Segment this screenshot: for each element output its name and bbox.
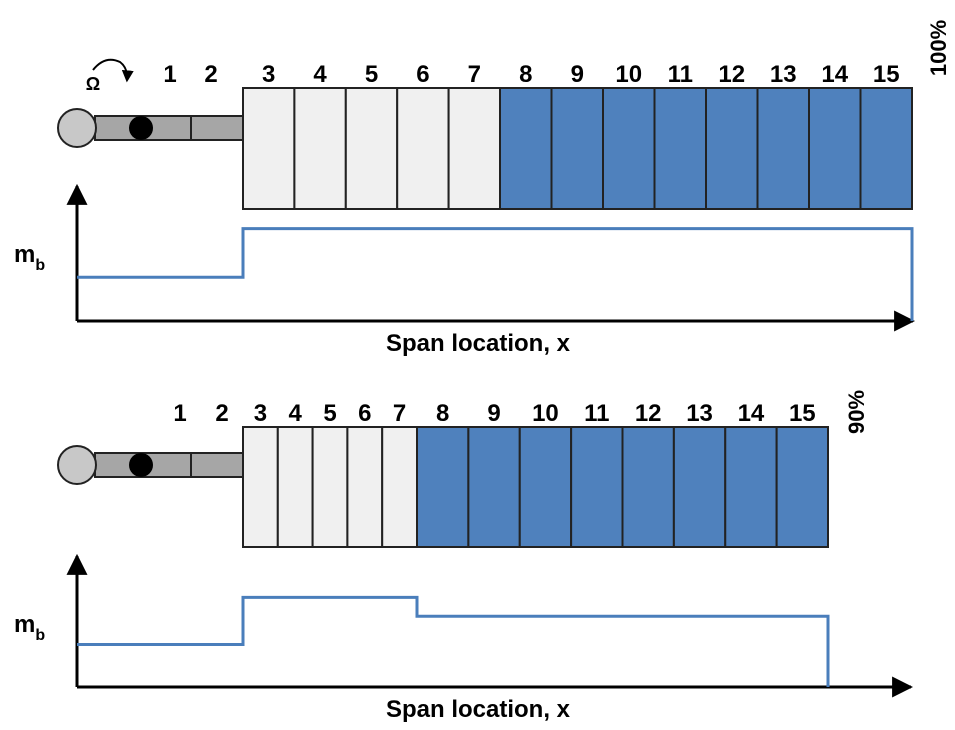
segment-label: 8 — [519, 61, 532, 88]
segment-label: 7 — [468, 61, 481, 88]
percent-label-bottom: 90% — [844, 390, 869, 434]
root-segment-2 — [190, 452, 244, 478]
light-segment — [276, 426, 314, 548]
light-segment — [293, 87, 347, 210]
blue-segment — [602, 87, 656, 210]
rotation-arrow-icon — [92, 58, 134, 83]
blue-segment — [775, 426, 829, 548]
segment-label: 14 — [738, 400, 765, 427]
light-segment — [242, 87, 296, 210]
blue-segment — [859, 87, 913, 210]
light-segment — [344, 87, 399, 210]
light-segment — [447, 87, 502, 210]
segment-label: 6 — [416, 61, 429, 88]
blue-segment — [550, 87, 604, 210]
light-segment — [381, 426, 419, 548]
segment-label: 1 — [173, 400, 186, 427]
blue-segment — [756, 87, 810, 210]
segment-label: 15 — [873, 61, 900, 88]
pin-dot — [129, 116, 153, 140]
mass-profile-line-bottom — [77, 595, 830, 687]
x-axis-label-bottom: Span location, x — [386, 696, 571, 723]
segment-label: 7 — [393, 400, 406, 427]
light-segment — [242, 426, 279, 548]
blade-bottom — [57, 426, 829, 548]
y-axis-label-top: mb — [14, 241, 45, 274]
segment-label: 5 — [365, 61, 378, 88]
segment-label: 2 — [215, 400, 228, 427]
segment-label: 11 — [668, 61, 693, 88]
segment-label: 2 — [204, 61, 217, 88]
segment-label: 4 — [313, 61, 327, 88]
y-axis-label-bottom: mb — [14, 611, 45, 644]
segment-label: 13 — [770, 61, 797, 88]
blue-segment — [705, 87, 759, 210]
hub-circle — [57, 445, 97, 485]
segment-label: 13 — [686, 400, 713, 427]
hub-circle — [57, 108, 97, 148]
blue-segment — [416, 426, 470, 548]
blue-segment — [570, 426, 624, 548]
segment-label: 14 — [821, 61, 848, 88]
rotation-label: Ω — [86, 74, 100, 94]
light-segment — [396, 87, 450, 210]
blue-segment — [621, 426, 675, 548]
segment-label: 11 — [584, 400, 609, 427]
segment-label: 6 — [358, 400, 371, 427]
blue-segment — [672, 426, 727, 548]
percent-label-top: 100% — [926, 20, 951, 76]
segment-label: 10 — [532, 400, 559, 427]
segment-label: 15 — [789, 400, 816, 427]
segment-label: 3 — [262, 61, 275, 88]
segment-label: 9 — [487, 400, 500, 427]
segment-label: 5 — [323, 400, 336, 427]
blade-top — [57, 87, 913, 210]
blue-segment — [808, 87, 862, 210]
segment-label: 4 — [289, 400, 303, 427]
blue-segment — [499, 87, 553, 210]
light-segment — [311, 426, 349, 548]
segment-label: 12 — [635, 400, 662, 427]
root-segment-2 — [190, 115, 244, 141]
segment-label: 12 — [718, 61, 745, 88]
segment-label: 3 — [254, 400, 267, 427]
blue-segment — [467, 426, 521, 548]
segment-label: 8 — [436, 400, 449, 427]
segment-label: 9 — [571, 61, 584, 88]
blue-segment — [653, 87, 707, 210]
segment-label: 1 — [163, 61, 176, 88]
mass-profile-line-top — [77, 227, 914, 321]
light-segment — [346, 426, 384, 548]
blue-segment — [724, 426, 778, 548]
segment-label: 10 — [615, 61, 642, 88]
blue-segment — [518, 426, 573, 548]
pin-dot — [129, 453, 153, 477]
x-axis-label-top: Span location, x — [386, 330, 571, 357]
